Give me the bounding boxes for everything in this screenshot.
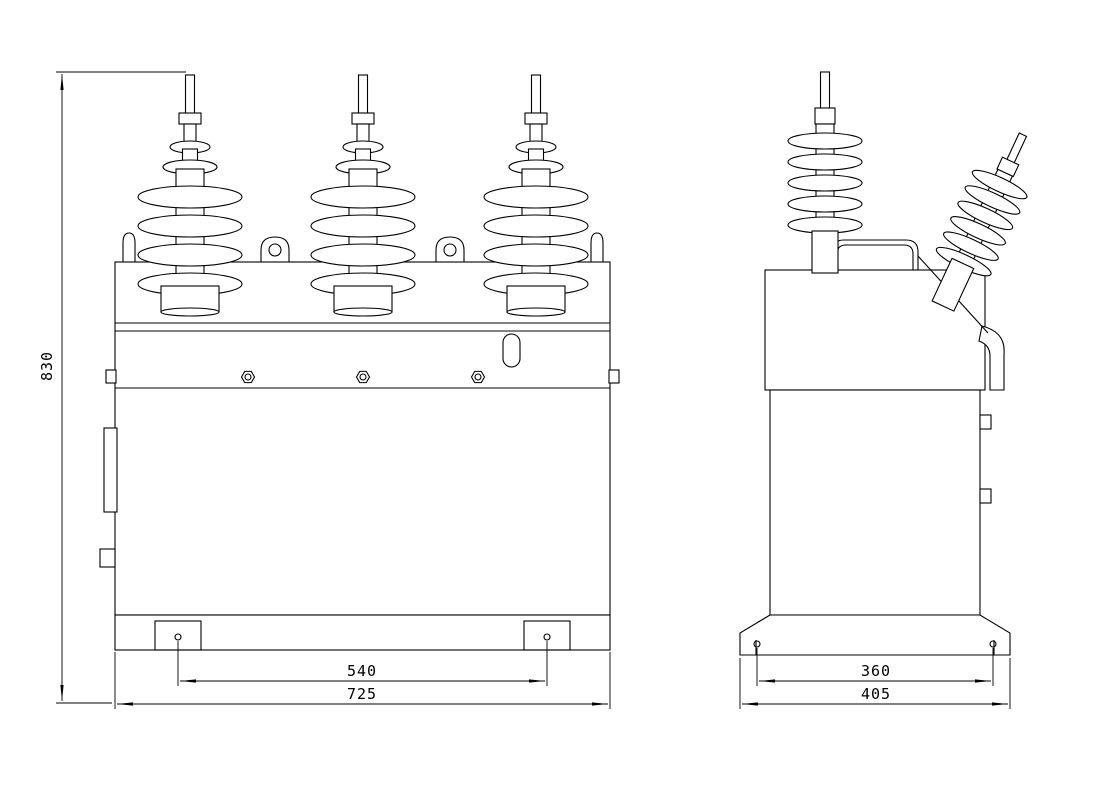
- dim-830-label: 830: [38, 351, 56, 381]
- front-insulator-1: [137, 74, 243, 317]
- corner-bracket: [978, 325, 1005, 391]
- base-frame-front: [114, 614, 611, 651]
- mounting-ear-right: [435, 236, 465, 263]
- foot-hole-right: [543, 633, 551, 641]
- dim-540-label: 540: [347, 662, 377, 680]
- front-view: [99, 74, 620, 651]
- side-tab-lower: [979, 488, 992, 504]
- side-foot-hole-right: [989, 640, 997, 648]
- dimension-side-span-360: 360: [756, 648, 994, 686]
- side-tab-upper: [979, 414, 992, 430]
- lifting-lug-left: [122, 232, 136, 263]
- dimensions: 830 540 725 360 405: [38, 71, 1011, 709]
- front-insulator-3: [483, 74, 589, 317]
- carry-handle: [831, 239, 919, 272]
- side-tab-small: [99, 548, 116, 568]
- flange-tick-right: [608, 369, 620, 384]
- base-frame-side: [739, 614, 1011, 656]
- dimension-side-width-405: 405: [739, 658, 1011, 709]
- flange-band: [115, 322, 610, 389]
- side-view: [739, 71, 1051, 656]
- dim-725-label: 725: [347, 685, 377, 703]
- dimension-front-span-540: 540: [177, 641, 548, 686]
- dim-360-label: 360: [861, 662, 891, 680]
- dimension-front-width-725: 725: [114, 652, 611, 709]
- flange-tick-left: [105, 369, 117, 384]
- keyhole-slot: [502, 333, 521, 368]
- tank-body-front: [114, 261, 611, 616]
- mounting-ear-left: [260, 236, 290, 263]
- side-insulator-vertical: [787, 71, 863, 274]
- front-insulator-2: [310, 74, 416, 317]
- side-foot-hole-left: [753, 640, 761, 648]
- tank-body-side: [769, 389, 981, 616]
- dimension-height-830: 830: [38, 71, 186, 704]
- side-hinge-plate: [103, 427, 118, 513]
- foot-hole-left: [174, 633, 182, 641]
- lifting-lug-right: [590, 232, 604, 263]
- dim-405-label: 405: [861, 685, 891, 703]
